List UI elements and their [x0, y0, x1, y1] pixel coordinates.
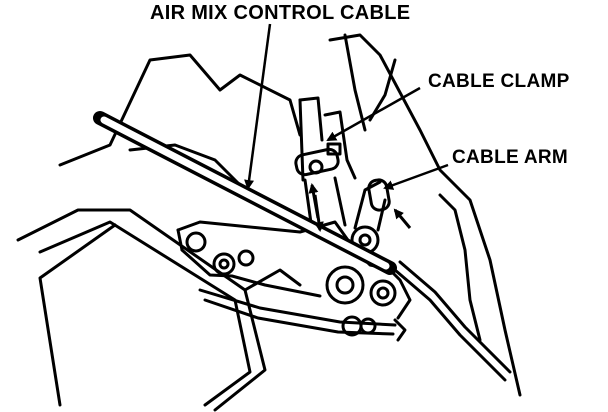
cable-arm — [350, 178, 412, 320]
arm-leader — [383, 163, 449, 190]
air-mix-leader — [244, 23, 272, 190]
cable-arm-label: CABLE ARM — [452, 147, 568, 168]
mounting-plate — [176, 220, 397, 307]
cable-clamp-bracket — [294, 96, 357, 232]
air-mix-control-cable — [93, 111, 397, 275]
arm-push-arrow — [393, 208, 412, 229]
guide-wire — [393, 260, 512, 382]
motion-arrows — [308, 183, 412, 232]
clamp-down-arrow — [313, 194, 324, 232]
clamp-leader — [326, 86, 421, 142]
duct-frame — [16, 208, 302, 412]
cable-clamp-label: CABLE CLAMP — [428, 71, 570, 92]
leader-lines — [244, 23, 449, 190]
air-mix-control-cable-label: AIR MIX CONTROL CABLE — [150, 2, 411, 24]
linkage-rod — [198, 288, 407, 342]
